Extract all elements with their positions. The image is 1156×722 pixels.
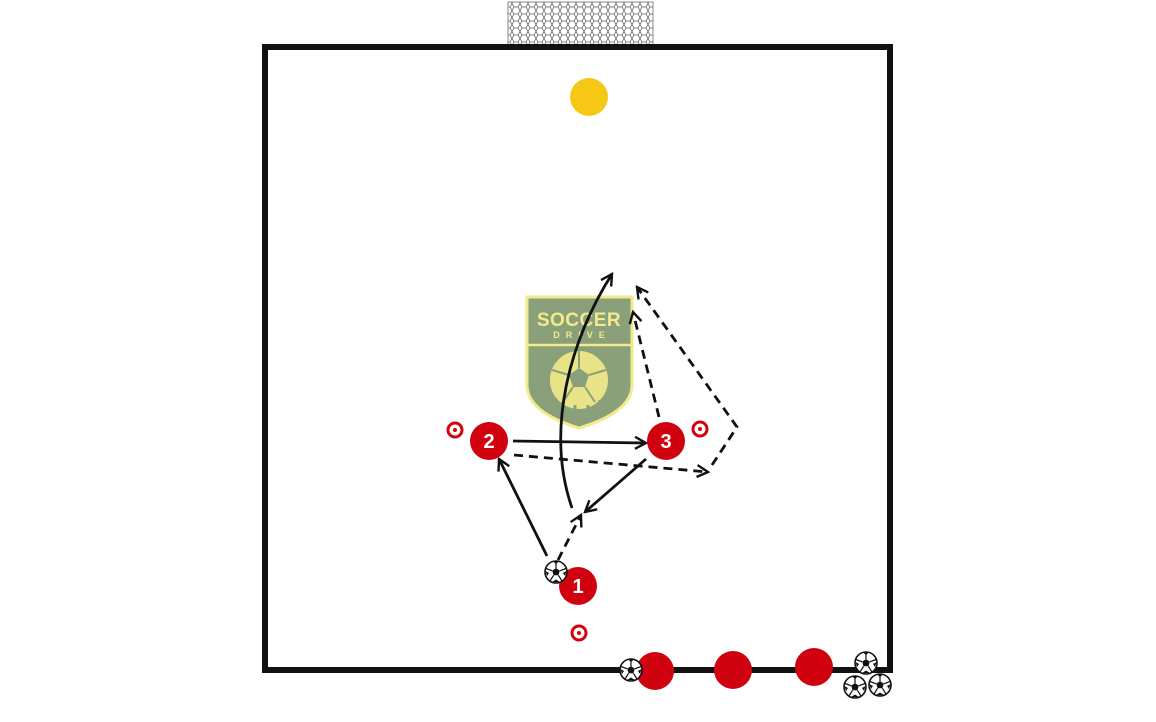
soccer-ball-icon [843, 675, 867, 699]
run-arrows [513, 287, 739, 561]
logo-text-drive: DRIVE [553, 330, 611, 340]
goal-net-icon [507, 1, 654, 46]
field-boundary [262, 44, 893, 673]
player-3-label: 3 [660, 431, 671, 453]
soccer-drive-logo: SOCCER DRIVE [525, 295, 634, 430]
pass-arrow-1-to-2 [499, 459, 549, 557]
goalkeeper-marker [570, 78, 608, 116]
logo-text-soccer: SOCCER [537, 310, 621, 331]
soccer-ball-icon [619, 658, 643, 682]
pass-arrow-2-to-3 [512, 441, 646, 443]
waiting-players [636, 648, 833, 690]
player-3: 3 [647, 422, 685, 460]
run-arrow-1-forward [556, 515, 581, 561]
waiting-player [636, 652, 674, 690]
cone-marker-icon [691, 420, 709, 438]
player-1: 1 [559, 567, 597, 605]
player-2-label: 2 [483, 431, 494, 453]
run-arrow-3-upfield [633, 312, 661, 418]
soccer-ball-icon [868, 673, 892, 697]
cones [446, 420, 709, 642]
pass-arrow-through-ball [559, 274, 612, 509]
player-2: 2 [470, 422, 508, 460]
waiting-player [795, 648, 833, 686]
soccer-ball-icon [544, 560, 568, 584]
run-arrow-3-wide [637, 287, 739, 466]
cone-marker-icon [446, 421, 464, 439]
soccer-ball-icon [854, 651, 878, 675]
cone-marker-icon [570, 624, 588, 642]
pass-arrows [499, 274, 647, 557]
pass-arrow-3-to-1 [585, 457, 647, 512]
waiting-player [714, 651, 752, 689]
player-1-label: 1 [572, 576, 583, 598]
run-arrow-2-wide [513, 453, 708, 472]
